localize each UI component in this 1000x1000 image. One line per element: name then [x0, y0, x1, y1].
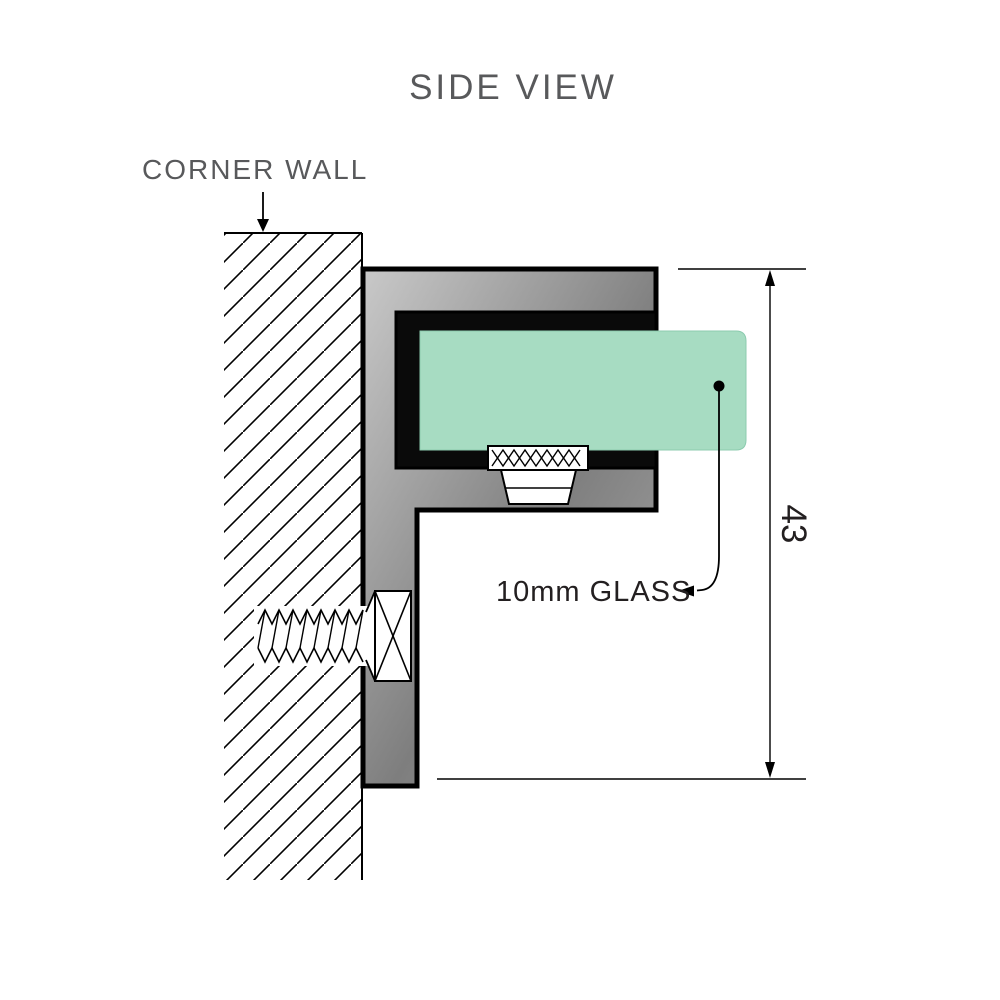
dimension-arrowhead-bottom	[765, 762, 775, 778]
thread-flank-line	[355, 609, 364, 649]
corner-wall-callout: CORNER WALL	[142, 154, 368, 232]
screw-mask	[254, 606, 368, 666]
glass-label: 10mm GLASS	[496, 576, 691, 608]
screw-neck	[366, 591, 375, 681]
thread-flank-line	[271, 609, 280, 649]
screw-head-cross	[374, 590, 412, 682]
washer-thread-line	[491, 448, 581, 468]
dimension-arrowhead-top	[765, 270, 775, 286]
wall-section	[224, 232, 363, 880]
grub-screw-washer	[487, 445, 589, 471]
diagram-title: SIDE VIEW	[409, 68, 617, 107]
washer-thread-line	[491, 448, 581, 468]
glass-callout: 10mm GLASS	[496, 380, 725, 608]
leader-line	[696, 390, 720, 592]
thread-flank-line	[327, 609, 336, 649]
thread-flank-line	[285, 609, 294, 649]
wall-screw	[254, 590, 412, 682]
thread-flank-line	[299, 609, 308, 649]
wall-hatching	[224, 233, 362, 880]
screw-head-flare	[365, 590, 376, 613]
screw-head-flare	[365, 659, 376, 682]
thread-flank-line	[313, 609, 322, 649]
grub-screw-body	[499, 469, 578, 505]
corner-wall-label: CORNER WALL	[142, 154, 368, 185]
callout-arrowhead-icon	[257, 219, 269, 232]
leader-arrowhead-icon	[678, 585, 694, 597]
dimension-43: 43	[437, 268, 813, 780]
screw-thread-top	[257, 608, 364, 626]
thread-flank-line	[341, 609, 350, 649]
leader-dot	[713, 380, 725, 392]
grub-screw	[487, 445, 589, 505]
thread-flank-line	[257, 609, 266, 649]
dimension-value: 43	[774, 505, 813, 544]
screw-thread-bottom	[257, 646, 364, 664]
screw-thread-flanks	[257, 609, 364, 649]
glass-panel	[419, 330, 747, 451]
